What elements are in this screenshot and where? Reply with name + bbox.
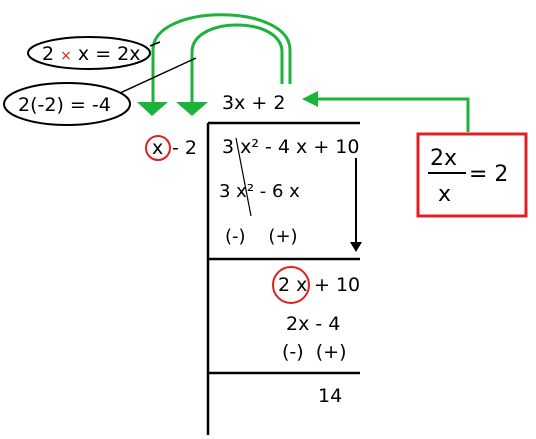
step2-signs: (-) (+) — [282, 341, 347, 363]
quotient: 3x + 2 — [222, 92, 285, 114]
svg-text:2 × x = 2x: 2 × x = 2x — [42, 43, 141, 65]
dividend: 3 x² - 4 x + 10 — [222, 136, 359, 158]
fraction-numerator: 2x — [430, 146, 457, 171]
times-symbol: × — [60, 48, 72, 64]
divisor-var: x — [152, 137, 163, 159]
product-lhs: 2 — [42, 43, 54, 65]
quotient-arrow — [302, 91, 470, 132]
bring-down-arrow — [350, 158, 362, 252]
product-ellipse-1 — [27, 36, 151, 70]
bring-down-arrowhead — [350, 242, 362, 252]
fraction-denominator: x — [438, 182, 451, 207]
division-bracket — [206, 121, 360, 435]
remainder1-rest: + 10 — [314, 274, 360, 296]
step1-product: 3 x² - 6 x — [219, 181, 300, 202]
callout-line-1 — [149, 41, 161, 47]
arrowhead-down-left — [137, 102, 168, 116]
product-ellipse-2 — [3, 82, 131, 126]
product-callout-1: 2 × x = 2x — [27, 36, 161, 70]
remainder-term-circle — [272, 266, 310, 304]
divisor-var-circle — [145, 135, 171, 161]
quotient-arrow-line — [314, 97, 470, 132]
inner-arc-arrow — [190, 23, 284, 106]
step1-signs: (-) (+) — [225, 226, 298, 247]
final-remainder: 14 — [318, 385, 342, 407]
step2-product: 2x - 4 — [286, 313, 340, 335]
remainder1-circled: 2 x — [278, 274, 307, 296]
product-rhs: x = 2x — [78, 43, 141, 65]
product-callout-2: 2(-2) = -4 — [3, 57, 197, 126]
quotient-term-box: 2x x = 2 — [416, 132, 528, 218]
quotient-arrowhead — [302, 91, 318, 107]
callout-line-2 — [119, 57, 197, 94]
fraction-result: = 2 — [469, 162, 508, 187]
outer-arc-arrow — [151, 13, 292, 106]
divisor-rest: - 2 — [172, 137, 197, 159]
multiply-back-arrows — [137, 13, 292, 116]
quotient-term-frame — [416, 132, 528, 218]
cancel-slash — [235, 137, 252, 217]
product-label-2: 2(-2) = -4 — [18, 94, 111, 116]
arrowhead-down-right — [176, 102, 208, 116]
